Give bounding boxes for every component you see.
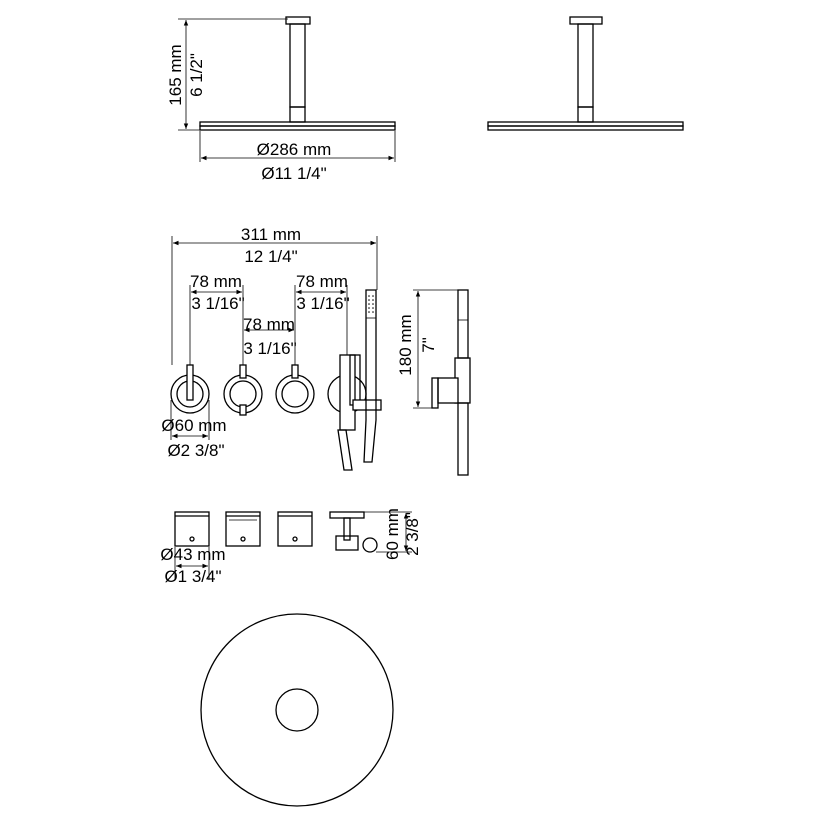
rain-shower-side-view: [487, 16, 684, 131]
total-width-dimension: 311 mm 12 1/4": [171, 225, 378, 365]
rain-height-mm-label: 165 mm: [166, 44, 185, 105]
rain-diameter-dimension: Ø286 mm Ø11 1/4": [199, 131, 396, 183]
spacing-left-dimension: 78 mm 3 1/16": [189, 272, 245, 365]
spacing-right-dimension: 78 mm 3 1/16": [294, 272, 350, 365]
handshower-unit-front: [327, 289, 382, 471]
mixer-handle-2: [223, 364, 263, 416]
rain-diameter-mm-label: Ø286 mm: [257, 140, 332, 159]
body-diameter-mm-label: Ø43 mm: [160, 545, 225, 564]
handle-diameter-dimension: Ø60 mm Ø2 3/8": [161, 400, 227, 460]
rain-shower-plan-view: [200, 613, 394, 807]
handle-diameter-in-label: Ø2 3/8": [167, 441, 224, 460]
handshower-height-in-label: 7": [419, 337, 438, 353]
spacing-right-in-label: 3 1/16": [296, 294, 349, 313]
handshower-height-dimension: 180 mm 7": [396, 289, 458, 409]
rain-diameter-in-label: Ø11 1/4": [261, 164, 326, 183]
mixer-body-1-plan: [174, 511, 210, 547]
mixer-body-3-plan: [277, 511, 313, 547]
depth-in-label: 2 3/8": [403, 512, 422, 556]
body-diameter-in-label: Ø1 3/4": [164, 567, 221, 586]
depth-dimension: 60 mm 2 3/8": [364, 508, 422, 560]
handle-diameter-mm-label: Ø60 mm: [161, 416, 226, 435]
handshower-head-pattern: [368, 295, 374, 313]
spacing-right-mm-label: 78 mm: [296, 272, 348, 291]
spacing-mid-mm-label: 78 mm: [243, 315, 295, 334]
spacing-left-in-label: 3 1/16": [191, 294, 244, 313]
rain-height-dimension: 165 mm 6 1/2": [166, 18, 288, 131]
handshower-height-mm-label: 180 mm: [396, 314, 415, 375]
handshower-unit-plan: [329, 511, 378, 553]
total-width-mm-label: 311 mm: [241, 225, 301, 244]
body-diameter-dimension: Ø43 mm Ø1 3/4": [160, 545, 225, 586]
spacing-mid-dimension: 78 mm 3 1/16": [243, 315, 297, 358]
mixer-body-2-plan: [225, 511, 261, 547]
mixer-handle-1: [170, 364, 210, 414]
spacing-mid-in-label: 3 1/16": [243, 339, 296, 358]
rain-height-in-label: 6 1/2": [187, 53, 206, 97]
total-width-in-label: 12 1/4": [244, 247, 297, 266]
mixer-handle-3: [275, 364, 315, 414]
rain-shower-front-view: [199, 16, 396, 131]
depth-mm-label: 60 mm: [383, 508, 402, 560]
handshower-side-view: [431, 289, 471, 476]
spacing-left-mm-label: 78 mm: [190, 272, 242, 291]
